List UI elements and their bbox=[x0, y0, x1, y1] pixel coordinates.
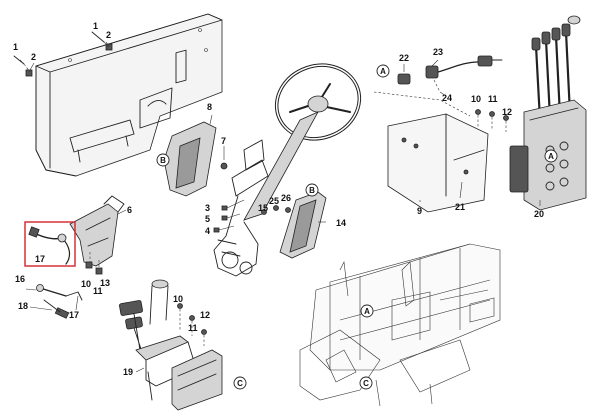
part-label: 26 bbox=[281, 193, 291, 203]
part-label: 11 bbox=[188, 323, 198, 333]
part-label: 1 bbox=[93, 21, 98, 31]
part-label: 15 bbox=[258, 203, 268, 213]
part-label: 6 bbox=[127, 205, 132, 215]
part-label: 25 bbox=[269, 196, 279, 206]
part-label: 10 bbox=[471, 94, 481, 104]
part-label: 3 bbox=[205, 203, 210, 213]
chassis-frame bbox=[299, 243, 501, 407]
column-fasteners bbox=[213, 162, 291, 233]
part-label: 18 bbox=[18, 301, 28, 311]
callout-a-panel: A bbox=[376, 64, 390, 78]
callout-c-pedal: C bbox=[233, 376, 247, 390]
bracket-fasteners bbox=[85, 252, 103, 275]
part-label: 14 bbox=[336, 218, 346, 228]
pedal-fasteners bbox=[177, 303, 207, 346]
part-label: 16 bbox=[15, 274, 25, 284]
part-label: 12 bbox=[502, 107, 512, 117]
part-label: 8 bbox=[207, 102, 212, 112]
svg-text:C: C bbox=[363, 379, 369, 388]
pedal-assembly-19 bbox=[119, 279, 223, 411]
harness-leader-dash bbox=[373, 91, 471, 117]
callout-b-right: B bbox=[305, 183, 319, 197]
leader-lines bbox=[19, 36, 541, 373]
callout-c-chassis: C bbox=[359, 376, 373, 390]
svg-text:C: C bbox=[237, 379, 243, 388]
svg-text:A: A bbox=[364, 307, 370, 316]
callout-a-chassis: A bbox=[360, 304, 374, 318]
svg-text:B: B bbox=[160, 156, 166, 165]
part-label: 23 bbox=[433, 47, 443, 57]
part-label: 17 bbox=[69, 310, 79, 320]
control-levers-20 bbox=[509, 15, 587, 211]
part-label: 21 bbox=[455, 202, 465, 212]
column-cover-8 bbox=[163, 121, 217, 197]
bolt-1-left bbox=[13, 55, 33, 77]
linkage-16-18 bbox=[36, 284, 83, 319]
part-label: 13 bbox=[100, 278, 110, 288]
part-labels: 1 2 1 2 6 17 17 16 18 10 11 13 8 7 3 5 4… bbox=[13, 21, 544, 377]
part-label: 2 bbox=[106, 30, 111, 40]
part-label: 9 bbox=[417, 206, 422, 216]
part-label: 17 bbox=[35, 254, 45, 264]
highlight-box bbox=[24, 221, 76, 267]
part-label: 4 bbox=[205, 226, 210, 236]
part-label: 19 bbox=[123, 367, 133, 377]
part-label: 1 bbox=[13, 42, 18, 52]
part-label: 11 bbox=[93, 286, 103, 296]
callout-b-left: B bbox=[156, 153, 170, 167]
part-label: 10 bbox=[173, 294, 183, 304]
part-label: 5 bbox=[205, 214, 210, 224]
svg-text:A: A bbox=[548, 152, 554, 161]
dashboard-panel bbox=[35, 13, 223, 177]
svg-text:A: A bbox=[380, 67, 386, 76]
part-label: 10 bbox=[81, 279, 91, 289]
part-label: 20 bbox=[534, 209, 544, 219]
levers-fasteners bbox=[475, 109, 509, 132]
part-label: 11 bbox=[488, 94, 498, 104]
part-label: 24 bbox=[442, 93, 452, 103]
part-label: 2 bbox=[31, 52, 36, 62]
sensor-harness-17 bbox=[28, 226, 71, 265]
wiring-harness-23 bbox=[397, 55, 503, 93]
part-label: 12 bbox=[200, 310, 210, 320]
side-panel-9 bbox=[387, 113, 489, 213]
pedal-bracket-6 bbox=[69, 195, 125, 267]
part-label: 7 bbox=[221, 136, 226, 146]
callout-a-levers: A bbox=[544, 149, 558, 163]
svg-text:B: B bbox=[309, 186, 315, 195]
part-label: 22 bbox=[399, 53, 409, 63]
steering-wheel bbox=[274, 63, 362, 141]
